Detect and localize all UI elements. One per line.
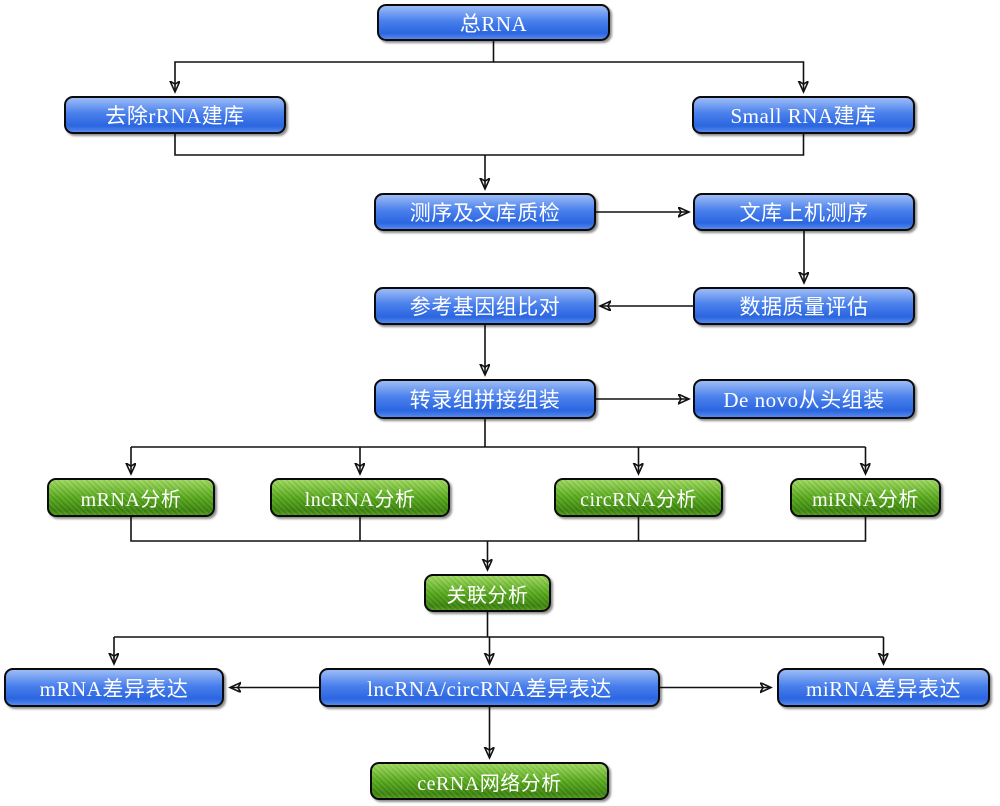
node-label: lncRNA/circRNA差异表达 [367,676,612,701]
node-mrna-analysis: mRNA分析 [47,478,215,517]
node-label: ceRNA网络分析 [417,772,562,795]
connector-totalrna-to-rrna [175,41,495,92]
node-label: 去除rRNA建库 [105,104,245,128]
node-mirna-analysis: miRNA分析 [790,478,941,517]
node-label: 数据质量评估 [739,295,869,319]
node-lncrna-circrna-differential-expression: lncRNA/circRNA差异表达 [319,668,660,707]
connector-correlation-split [114,611,884,638]
node-total-rna: 总RNA [377,4,610,41]
connector-libraries-merge [174,134,805,156]
node-library-sequencing: 文库上机测序 [693,193,915,231]
node-label: Small RNA建库 [730,104,877,128]
node-mrna-differential-expression: mRNA差异表达 [4,668,224,707]
node-label: De novo从头组装 [723,388,885,412]
node-small-rna-library: Small RNA建库 [692,96,915,134]
node-label: circRNA分析 [580,489,697,511]
node-mirna-differential-expression: miRNA差异表达 [777,668,990,707]
connector-assembly-split [131,419,866,448]
node-correlation-analysis: 关联分析 [424,574,551,612]
node-lncrna-analysis: lncRNA分析 [270,478,450,517]
node-circrna-analysis: circRNA分析 [554,478,723,517]
node-rrna-removal-library: 去除rRNA建库 [64,96,286,134]
node-transcriptome-assembly: 转录组拼接组装 [374,379,596,419]
node-label: miRNA分析 [812,489,919,511]
node-cerna-network-analysis: ceRNA网络分析 [370,762,609,800]
node-label: mRNA差异表达 [39,676,189,701]
node-de-novo-assembly: De novo从头组装 [693,379,915,419]
connector-totalrna-to-smallrna [493,61,804,92]
node-data-quality-assessment: 数据质量评估 [693,287,915,325]
node-sequencing-library-qc: 测序及文库质检 [374,193,596,231]
node-label: 总RNA [459,11,528,36]
node-label: 文库上机测序 [739,201,869,225]
node-label: mRNA分析 [80,489,182,511]
node-label: lncRNA分析 [304,489,416,511]
node-reference-genome-alignment: 参考基因组比对 [374,287,596,325]
node-label: 关联分析 [446,584,529,607]
node-label: miRNA差异表达 [805,676,961,701]
node-label: 转录组拼接组装 [409,388,561,412]
node-label: 测序及文库质检 [409,201,561,225]
connector-analyses-merge [130,517,867,542]
node-label: 参考基因组比对 [409,295,561,319]
